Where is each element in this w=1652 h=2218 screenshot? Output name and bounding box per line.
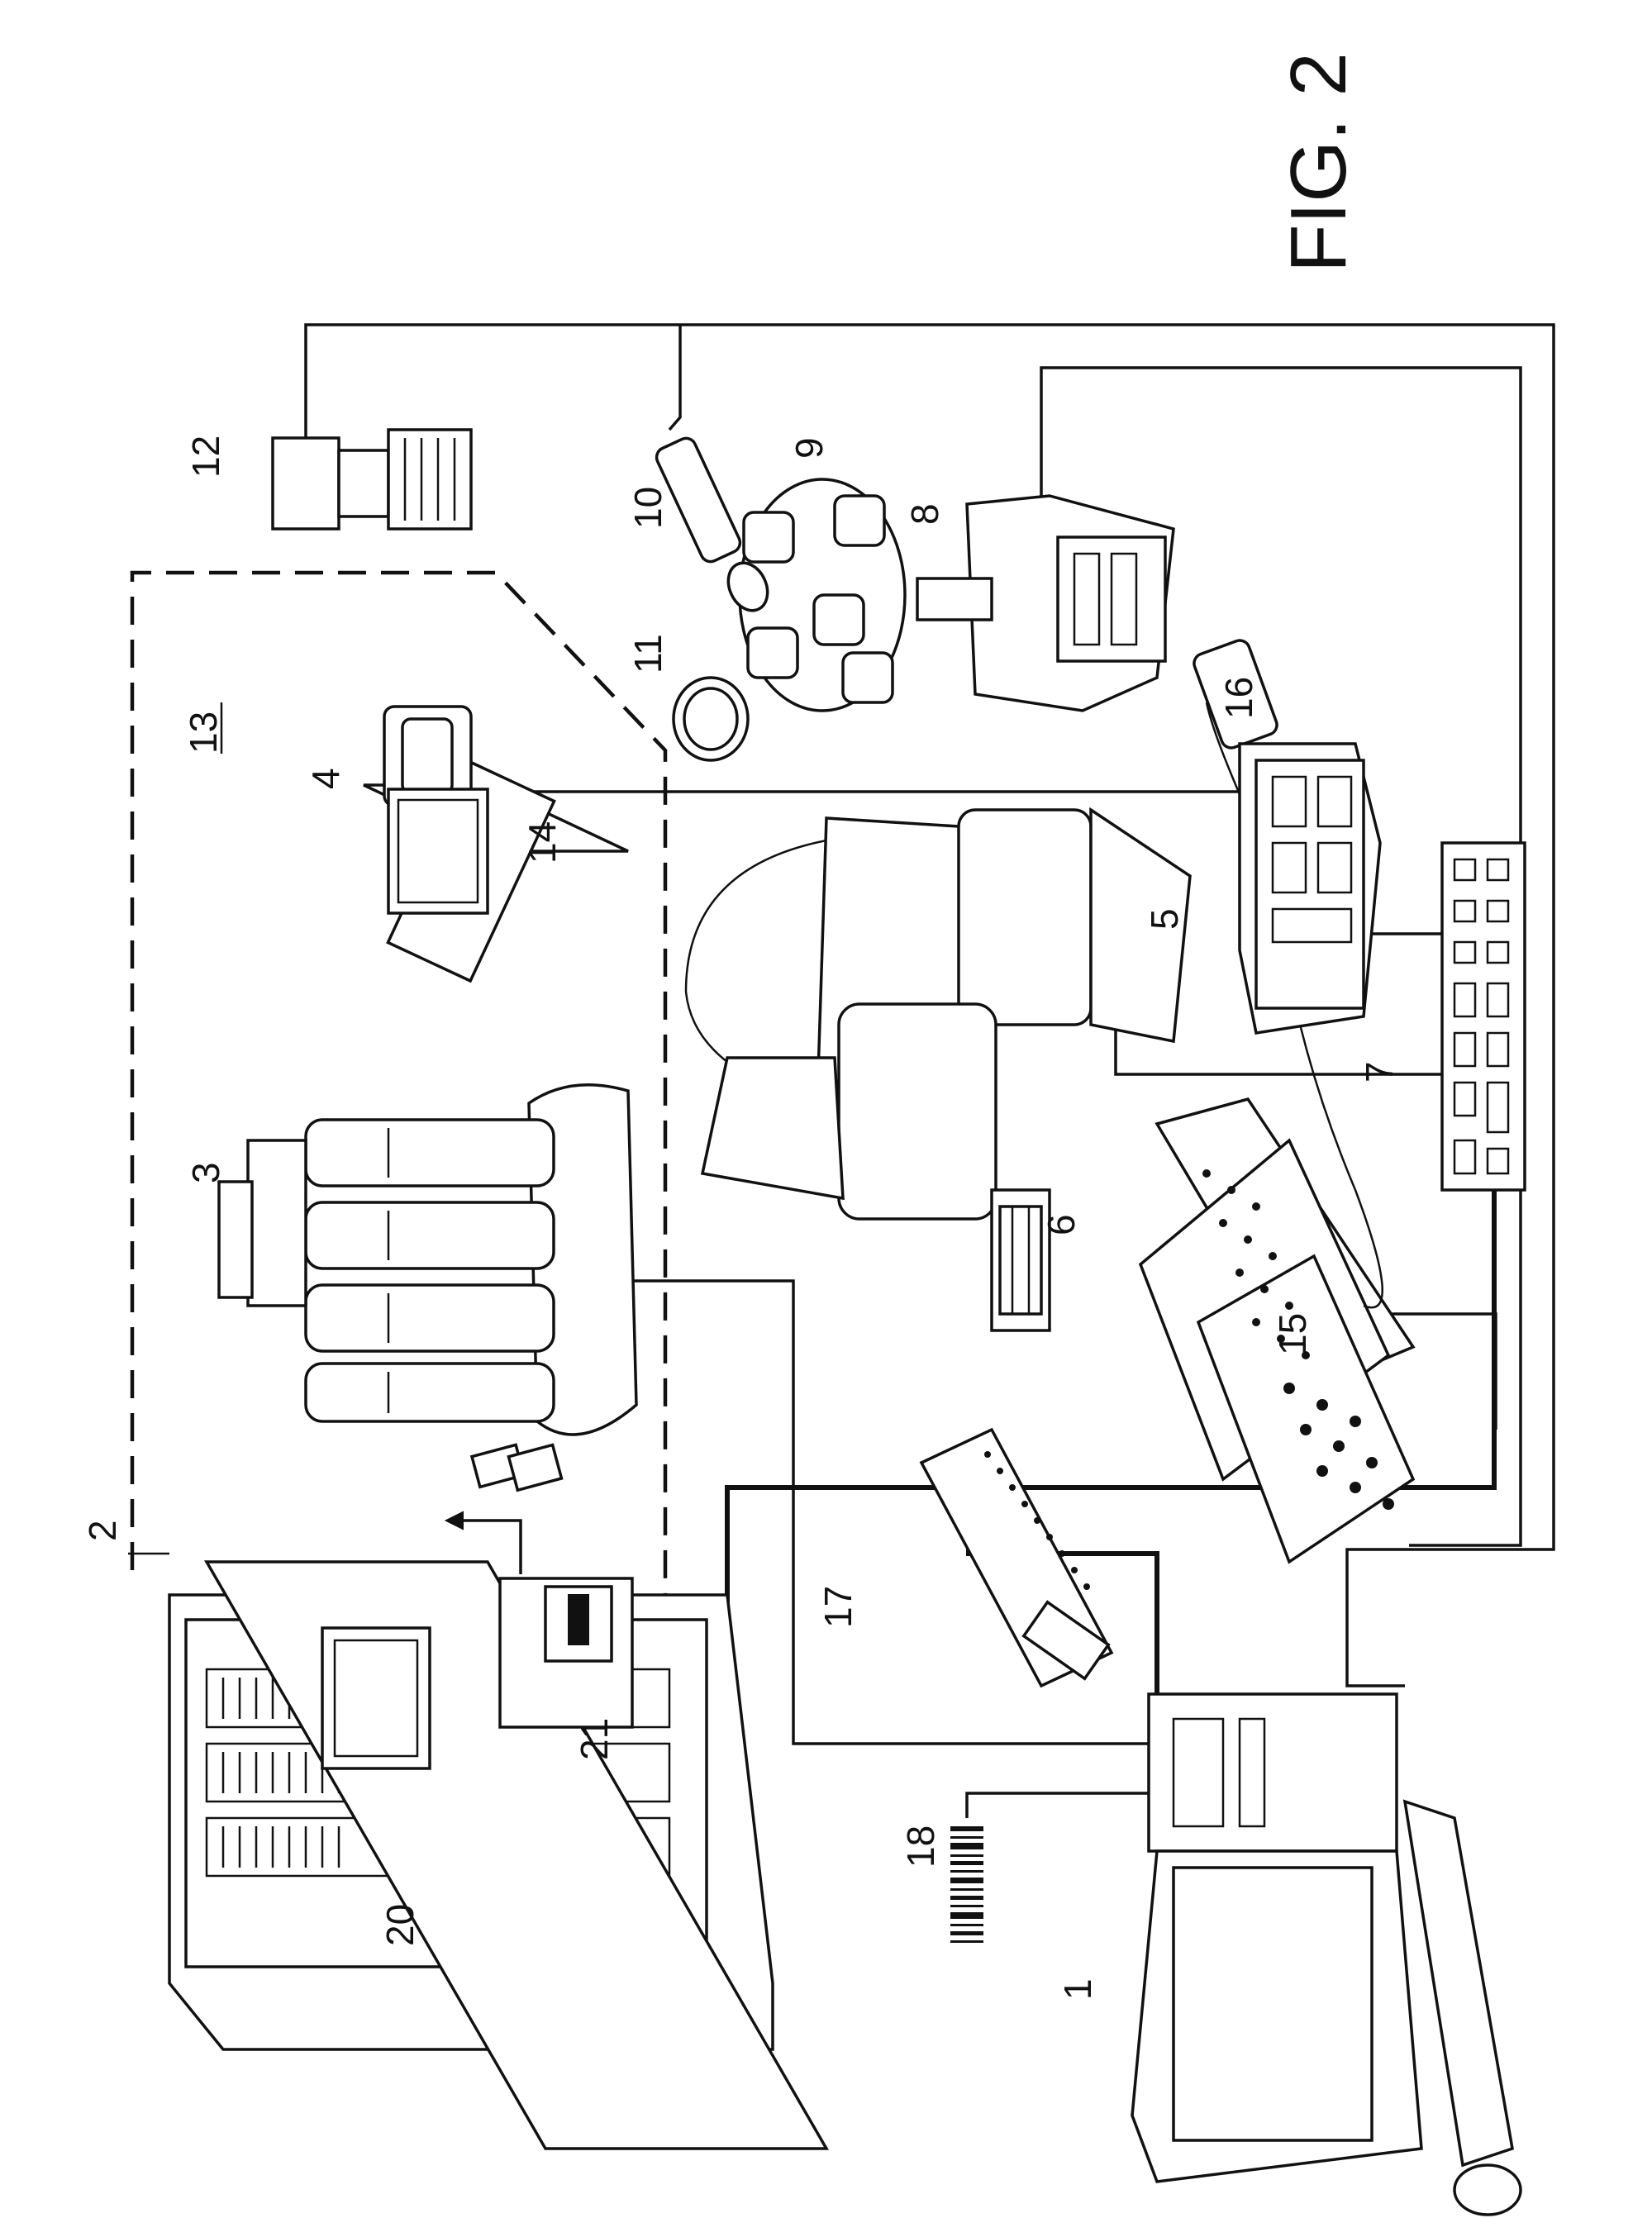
ring: [672, 676, 750, 762]
label-storage-cabinet: 2: [81, 1520, 124, 1541]
carousel: [217, 1083, 638, 1436]
display: [387, 788, 489, 915]
label-well-plates: 15: [1271, 1313, 1314, 1355]
computer: [1131, 1692, 1522, 2216]
figure-title: FIG. 2: [1274, 52, 1363, 273]
tool-rack: [738, 478, 993, 712]
label-light-source: 10: [626, 487, 669, 529]
label-power-unit: 16: [1217, 677, 1260, 719]
light-source: [655, 436, 769, 612]
network-switch: [919, 1427, 1114, 1688]
label-display: 14: [521, 821, 564, 864]
robot-arm: [684, 807, 1192, 1332]
label-tool-changer: 8: [903, 503, 946, 525]
scanner-arm: [363, 705, 629, 983]
label-carousel: 3: [184, 1162, 227, 1183]
power-unit: [1193, 639, 1383, 1309]
label-gripper-tool: 6: [1040, 1214, 1083, 1235]
label-network-switch: 17: [816, 1586, 859, 1628]
label-cabinet-shelves: 20: [378, 1904, 421, 1946]
label-scanner-arm: 4: [304, 768, 347, 789]
label-robot-arm: 5: [1143, 908, 1186, 930]
label-transfer-station: 21: [573, 1718, 616, 1760]
well-plates: [1138, 1097, 1416, 1564]
label-camera: 12: [184, 436, 227, 478]
label-computer: 1: [1056, 1978, 1099, 2000]
barcode: [950, 1826, 983, 1943]
label-tool-rack: 9: [788, 437, 831, 459]
camera: [271, 428, 473, 531]
label-controller-panel: 7: [1358, 1061, 1401, 1083]
label-ring: 11: [626, 634, 669, 673]
label-barcode: 18: [899, 1825, 942, 1868]
label-enclosure-region: 13: [182, 712, 225, 754]
transfer-station: [444, 1443, 634, 1729]
enclosure-outline: [130, 570, 668, 1705]
storage-cabinet: [168, 1560, 830, 2150]
controller-panel: [1440, 841, 1526, 1192]
tool-changer: [965, 494, 1175, 712]
